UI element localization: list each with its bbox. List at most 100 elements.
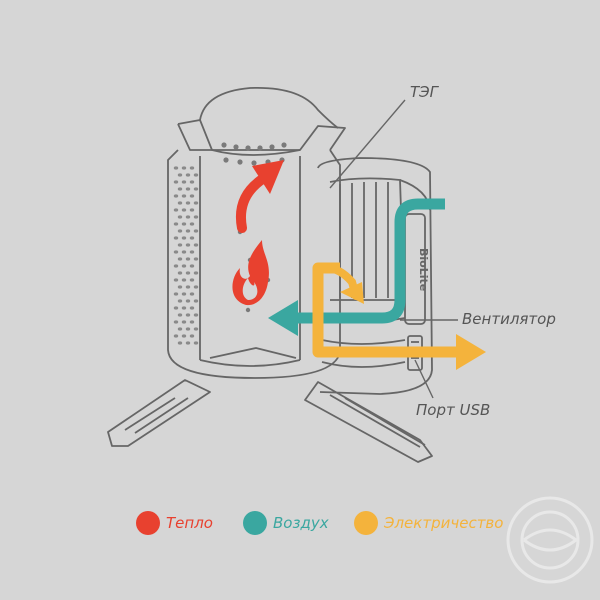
perforation-hole xyxy=(189,320,195,324)
perforation-hole xyxy=(173,166,179,170)
perforation-hole xyxy=(181,208,187,212)
perforation-hole xyxy=(193,257,199,261)
electricity-flow-arrow xyxy=(312,262,486,370)
perforation-hole xyxy=(173,194,179,198)
perforation-hole xyxy=(189,208,195,212)
perforation-hole xyxy=(193,201,199,205)
perforation-hole xyxy=(193,299,199,303)
perforation-hole xyxy=(189,180,195,184)
perforation-hole xyxy=(181,236,187,240)
heat-arrow-head xyxy=(252,160,284,194)
stove-legs xyxy=(107,379,433,463)
perforation-hole xyxy=(177,299,183,303)
perforation-hole xyxy=(173,278,179,282)
perforation-hole xyxy=(177,271,183,275)
perforation-hole xyxy=(181,166,187,170)
generator-housing xyxy=(317,157,433,395)
perforation-hole xyxy=(177,327,183,331)
perforation-hole xyxy=(185,187,191,191)
legend-label-electricity: Электричество xyxy=(384,514,504,532)
perforation-hole xyxy=(177,215,183,219)
legend-item-air: Воздух xyxy=(243,510,329,536)
perforation-hole xyxy=(177,173,183,177)
perforation-hole xyxy=(173,180,179,184)
perforation-hole xyxy=(181,292,187,296)
perforation-hole xyxy=(181,222,187,226)
perforation-hole xyxy=(181,264,187,268)
perforation-hole xyxy=(181,320,187,324)
perforation-hole xyxy=(189,236,195,240)
legend-label-heat: Тепло xyxy=(166,514,213,532)
combustion-chamber xyxy=(167,86,346,379)
perforation-hole xyxy=(185,313,191,317)
air-flow-arrow xyxy=(268,198,445,336)
perforation-hole xyxy=(185,327,191,331)
perforation-hole xyxy=(173,292,179,296)
flame-icon xyxy=(232,240,269,306)
perforation-hole xyxy=(173,320,179,324)
perforation-hole xyxy=(185,201,191,205)
perforation-hole xyxy=(193,271,199,275)
perforation-hole xyxy=(193,215,199,219)
perforation-hole xyxy=(173,208,179,212)
perforation-hole xyxy=(181,194,187,198)
air-legend-dot xyxy=(243,511,267,535)
perforation-hole xyxy=(177,201,183,205)
perforation-hole xyxy=(177,313,183,317)
perforation-hole xyxy=(173,250,179,254)
perforation-hole xyxy=(189,292,195,296)
perforation-hole xyxy=(185,341,191,345)
legend-label-air: Воздух xyxy=(273,514,329,532)
perforation-hole xyxy=(185,271,191,275)
perforation-hole xyxy=(193,229,199,233)
perforation-hole xyxy=(189,306,195,310)
teg-leader-line xyxy=(329,99,406,189)
perforation-hole xyxy=(173,222,179,226)
perforation-hole xyxy=(193,341,199,345)
perforation-hole xyxy=(177,187,183,191)
teg-label: ТЭГ xyxy=(410,83,438,101)
usb-port-label: Порт USB xyxy=(416,401,491,419)
perforation-hole xyxy=(185,257,191,261)
perforation-hole xyxy=(181,278,187,282)
perforation-hole xyxy=(181,180,187,184)
legend-item-heat: Тепло xyxy=(136,510,213,536)
brand-logo: BioLite xyxy=(417,248,430,291)
fan-label: Вентилятор xyxy=(462,310,556,328)
perforation-hole xyxy=(185,229,191,233)
perforation-hole xyxy=(189,194,195,198)
outer-perforations xyxy=(173,166,199,345)
perforation-hole xyxy=(173,236,179,240)
heat-arrow xyxy=(236,173,269,233)
perforation-hole xyxy=(185,243,191,247)
perforation-hole xyxy=(189,166,195,170)
perforation-hole xyxy=(177,229,183,233)
perforation-hole xyxy=(193,173,199,177)
perforation-hole xyxy=(189,250,195,254)
perforation-hole xyxy=(185,215,191,219)
perforation-hole xyxy=(177,243,183,247)
perforation-hole xyxy=(193,243,199,247)
heat-legend-dot xyxy=(136,511,160,535)
perforation-hole xyxy=(185,299,191,303)
perforation-hole xyxy=(189,278,195,282)
stamp-watermark xyxy=(506,496,594,584)
perforation-hole xyxy=(193,327,199,331)
perforation-hole xyxy=(173,264,179,268)
perforation-hole xyxy=(177,285,183,289)
usb-leader-line xyxy=(414,359,434,399)
perforation-hole xyxy=(173,334,179,338)
electricity-legend-dot xyxy=(354,511,378,535)
perforation-hole xyxy=(181,334,187,338)
perforation-hole xyxy=(189,264,195,268)
perforation-hole xyxy=(185,285,191,289)
perforation-hole xyxy=(193,285,199,289)
perforation-hole xyxy=(181,250,187,254)
perforation-hole xyxy=(189,222,195,226)
legend-item-electricity: Электричество xyxy=(354,510,503,536)
perforation-hole xyxy=(193,187,199,191)
perforation-hole xyxy=(181,306,187,310)
perforation-hole xyxy=(177,257,183,261)
